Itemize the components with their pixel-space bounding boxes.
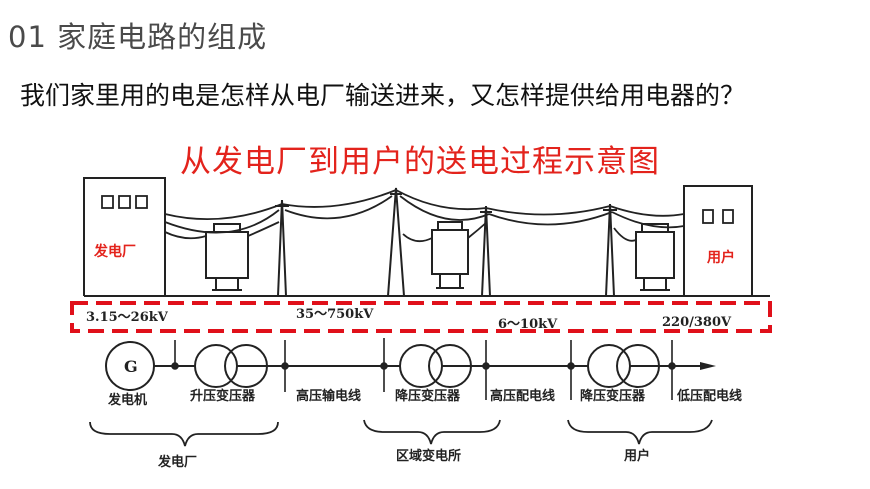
group-label-user: 用户 — [623, 448, 650, 464]
transmission-wires — [164, 189, 685, 243]
brace-user — [567, 419, 713, 445]
chain-label-lv-distribution: 低压配电线 — [676, 388, 742, 404]
chain-junctions — [171, 338, 676, 400]
transformer-symbol-step-down-2 — [587, 344, 660, 388]
figure-title: 从发电厂到用户的送电过程示意图 — [180, 144, 660, 180]
brace-power-plant — [89, 421, 279, 447]
voltage-4: 220/380V — [662, 315, 732, 330]
transformer-2 — [431, 221, 469, 289]
chain-label-hv-distribution: 高压配电线 — [490, 388, 555, 404]
chain-label-step-down-2: 降压变压器 — [580, 388, 646, 404]
plant-label: 发电厂 — [93, 243, 136, 260]
generator-letter: G — [124, 357, 138, 376]
brace-substation — [363, 419, 501, 445]
chain-label-generator: 发电机 — [107, 392, 147, 408]
chain-label-step-up: 升压变压器 — [190, 388, 256, 404]
slide-title: 01 家庭电路的组成 — [8, 20, 268, 54]
user-building — [683, 185, 753, 296]
transformer-symbol-step-down-1 — [399, 344, 472, 388]
power-plant-building — [83, 177, 166, 296]
voltage-highlight-box — [70, 301, 772, 333]
transformer-3 — [635, 223, 675, 291]
group-label-substation: 区域变电所 — [396, 448, 461, 464]
transformer-1 — [205, 223, 249, 291]
chain-arrow — [700, 362, 716, 370]
transformer-symbol-step-up — [194, 344, 268, 388]
voltage-1: 3.15～26kV — [86, 310, 169, 325]
user-label: 用户 — [707, 249, 735, 266]
voltage-2: 35～750kV — [296, 307, 374, 322]
voltage-3: 6～10kV — [498, 317, 558, 332]
group-label-power-plant: 发电厂 — [157, 454, 197, 470]
generator-symbol — [105, 341, 155, 391]
question-text: 我们家里用的电是怎样从电厂输送进来，又怎样提供给用电器的？ — [20, 81, 746, 110]
transmission-towers — [275, 187, 617, 297]
chain-label-hv-line: 高压输电线 — [296, 388, 361, 404]
chain-label-step-down-1: 降压变压器 — [395, 388, 461, 404]
